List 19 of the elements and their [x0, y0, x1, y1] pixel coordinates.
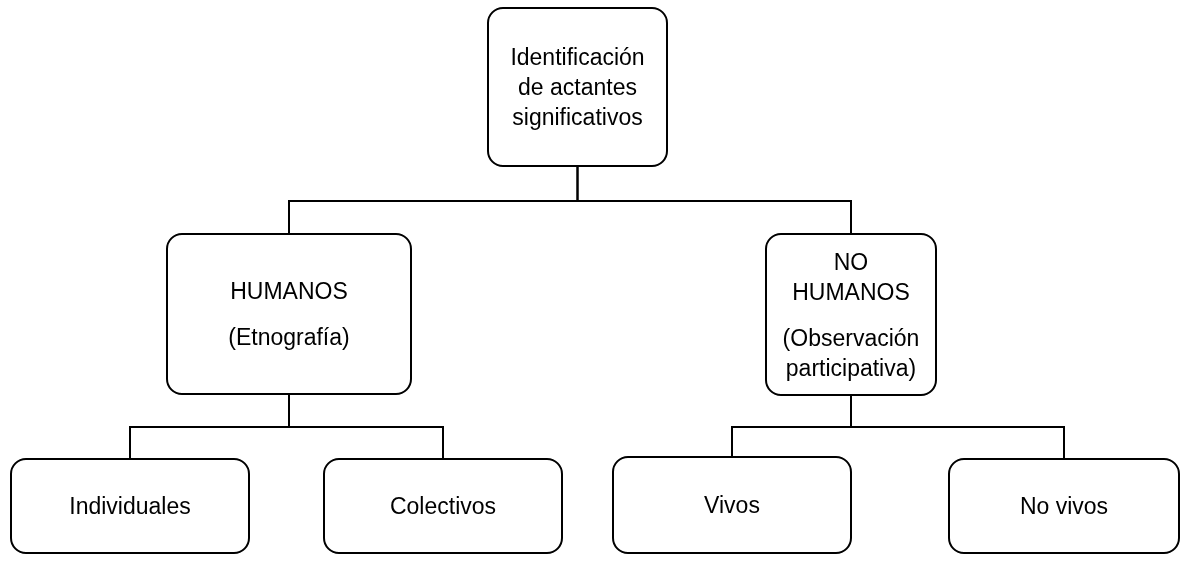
rounded-box — [612, 456, 852, 554]
box-label: Vivos — [704, 491, 760, 520]
box-label: (Etnografía) — [228, 323, 350, 352]
box-label: No vivos — [1019, 492, 1109, 521]
box-label: HUMANOS — [230, 277, 348, 306]
rounded-box — [323, 458, 563, 554]
box-label: Identificación de actantes significativos — [509, 43, 646, 132]
rounded-box — [10, 458, 250, 554]
box-label: Individuales — [69, 492, 191, 521]
connector-line — [288, 394, 444, 459]
rounded-box — [948, 458, 1180, 554]
rounded-box — [487, 7, 668, 167]
box-label: Colectivos — [389, 492, 497, 521]
rounded-box — [765, 233, 937, 396]
connector-line — [850, 395, 1065, 459]
rounded-box — [166, 233, 412, 395]
connector-line — [576, 166, 852, 234]
box-label: NO HUMANOS — [791, 247, 911, 307]
box-label: (Observación participativa) — [781, 323, 921, 383]
